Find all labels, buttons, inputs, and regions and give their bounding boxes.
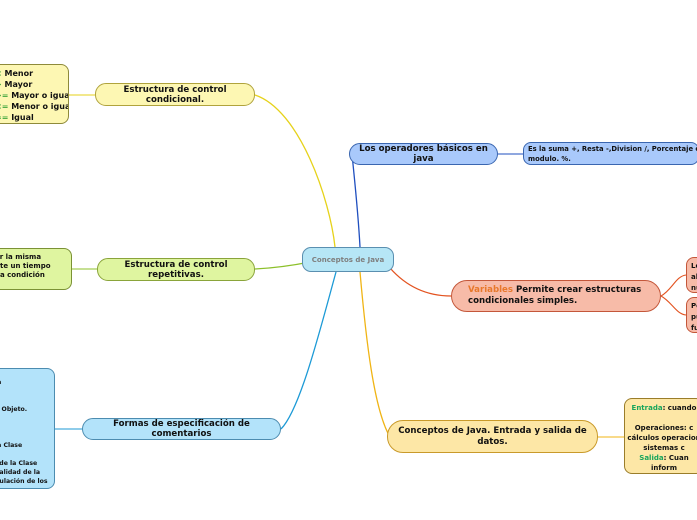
link-variables-detail-a (660, 274, 687, 297)
comments-detail-line: pulación de los (0, 478, 48, 485)
comments-detail-line (0, 396, 54, 405)
topic-variables[interactable]: Variables Permite crear estructuras cond… (451, 280, 661, 312)
comments-detail-line (0, 423, 54, 432)
comments-detail-line (0, 432, 54, 441)
variables-detail-line: nu (691, 284, 697, 292)
io-last-line: inform (651, 464, 677, 472)
operators-detail-line: Es la suma +, Resta -,Division /, Porcen… (528, 145, 697, 153)
topic-basic-operators[interactable]: Los operadores básicos en java (349, 143, 498, 165)
comments-detail-line: nalidad de la (0, 469, 41, 476)
repetitive-detail-box[interactable]: er la misma nte un tiempo na condición (0, 248, 72, 290)
variables-detail-line: Pe (691, 302, 697, 310)
topic-input-output[interactable]: Conceptos de Java. Entrada y salida de d… (387, 420, 598, 453)
topic-repetitive-label: Estructura de control repetitivas. (124, 259, 228, 280)
link-central-comments (280, 271, 337, 430)
topic-conditional-structure[interactable]: Estructura de control condicional. (95, 83, 255, 106)
variables-detail-line: pu (691, 313, 697, 321)
variables-label-line2: condicionales simples. (468, 296, 578, 306)
repetitive-detail-line: nte un tiempo (0, 262, 51, 270)
operator-row: < Menor (0, 69, 34, 78)
conditional-operators-box[interactable]: < Menor > Mayor >= Mayor o igual <= Meno… (0, 64, 69, 124)
link-central-conditional (254, 94, 336, 248)
operator-row: == Igual (0, 113, 34, 122)
variables-detail-box-a[interactable]: Lo al nu (686, 257, 697, 293)
repetitive-detail-line: na condición (0, 271, 45, 279)
io-ops-line: cálculos operacion (627, 434, 697, 442)
comments-detail-box[interactable]: la n Objeto. la Clase l de la Clase nali… (0, 368, 55, 489)
central-topic-label: Conceptos de Java (311, 255, 385, 264)
topic-conditional-label: Estructura de control condicional. (123, 84, 227, 105)
io-entrada-line: Entrada: cuando (631, 404, 697, 412)
io-label-line2: datos. (477, 436, 508, 447)
variables-detail-line: fu (691, 324, 697, 332)
operator-row: > Mayor (0, 80, 33, 89)
topic-io-text: Conceptos de Java. Entrada y salida de d… (398, 426, 587, 448)
comments-detail-line: la Clase (0, 442, 23, 449)
topic-operators-label: Los operadores básicos en java (359, 144, 488, 164)
topic-variables-text: Variables Permite crear estructuras cond… (468, 285, 641, 307)
topic-repetitive-structure[interactable]: Estructura de control repetitivas. (97, 258, 255, 281)
comments-detail-line: n Objeto. (0, 406, 28, 413)
link-central-io (359, 271, 391, 438)
topic-comment-forms[interactable]: Formas de especificación de comentarios (82, 418, 281, 440)
variables-detail-line: al (691, 273, 697, 281)
io-detail-box[interactable]: Entrada: cuando Operaciones: c cálculos … (624, 398, 697, 474)
link-central-variables (389, 267, 452, 297)
comments-detail-line (0, 414, 54, 423)
variables-highlight: Variables (468, 285, 514, 295)
io-label-line1: Conceptos de Java. Entrada y salida de (398, 425, 587, 436)
repetitive-detail-line: er la misma (0, 253, 42, 261)
io-ops-line: sistemas c (643, 444, 685, 452)
operators-detail-box[interactable]: Es la suma +, Resta -,Division /, Porcen… (523, 142, 697, 165)
io-ops-line: Operaciones: c (634, 424, 694, 432)
comments-detail-line (0, 450, 54, 459)
operator-row: >= Mayor o igual (0, 91, 69, 100)
link-central-operators (351, 153, 361, 248)
variables-label-rest: Permite crear estructuras (513, 285, 642, 295)
comments-detail-line (0, 387, 54, 396)
link-variables-detail-b (660, 295, 687, 316)
variables-detail-box-b[interactable]: Pe pu fu (686, 297, 697, 333)
variables-detail-line: Lo (691, 262, 697, 270)
operator-row: <= Menor o igual (0, 102, 69, 111)
operators-detail-line: modulo. %. (528, 154, 571, 163)
central-topic[interactable]: Conceptos de Java (302, 247, 394, 272)
topic-comments-label: Formas de especificación de comentarios (113, 419, 250, 439)
io-salida-line: Salida: Cuan (639, 454, 689, 462)
comments-detail-line: l de la Clase (0, 460, 38, 467)
comments-detail-line: la (0, 378, 54, 387)
